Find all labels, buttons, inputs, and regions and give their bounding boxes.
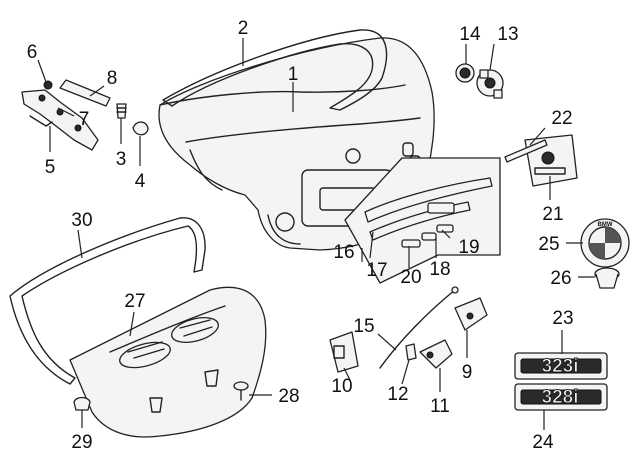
emblem-text: BMW <box>598 222 613 228</box>
buffer-spring <box>116 103 127 119</box>
badge-328i: 328i <box>542 387 579 408</box>
callout-4: 4 <box>135 171 146 192</box>
callout-9: 9 <box>462 362 473 383</box>
callout-24: 24 <box>532 432 554 453</box>
callout-15: 15 <box>353 316 374 337</box>
callout-10: 10 <box>331 376 352 397</box>
callout-22: 22 <box>551 108 572 129</box>
callout-26: 26 <box>550 268 571 289</box>
callout-6: 6 <box>27 42 38 63</box>
badge-323i: 323i <box>542 356 579 377</box>
callout-5: 5 <box>45 157 56 178</box>
model-badge-328i-group: 328i <box>514 383 608 411</box>
actuator-screw <box>405 343 417 361</box>
latch-actuator <box>454 297 488 331</box>
lock-cylinder <box>476 69 504 99</box>
callout-30: 30 <box>71 210 92 231</box>
push-pin-clip <box>233 381 249 401</box>
release-switch <box>419 339 453 369</box>
bmw-emblem: BMW <box>580 218 630 268</box>
callout-13: 13 <box>497 24 518 45</box>
handle-trim-inset <box>344 157 501 284</box>
emblem-grommet <box>594 267 620 289</box>
callout-16: 16 <box>333 242 354 263</box>
callout-23: 23 <box>552 308 573 329</box>
callout-11: 11 <box>430 396 450 417</box>
trunk-trim-panel <box>69 286 267 438</box>
weatherstrip-seal <box>162 29 388 191</box>
lock-cap <box>455 63 475 83</box>
stop-bumper <box>132 121 149 136</box>
callout-12: 12 <box>387 384 408 405</box>
callout-18: 18 <box>429 259 450 280</box>
callout-21: 21 <box>542 204 563 225</box>
latch-pin <box>504 139 548 163</box>
callout-14: 14 <box>459 24 481 45</box>
leader-lines <box>37 38 595 430</box>
callout-2: 2 <box>238 18 249 39</box>
release-cable-rod <box>379 286 459 369</box>
callout-17: 17 <box>366 260 387 281</box>
trunk-latch <box>329 331 359 373</box>
trim-clip-nut <box>73 396 91 411</box>
callout-28: 28 <box>278 386 299 407</box>
callout-27: 27 <box>124 291 145 312</box>
callout-20: 20 <box>400 267 421 288</box>
callout-1: 1 <box>288 64 299 85</box>
model-badge-323i-group: 323i <box>514 352 608 380</box>
callout-7: 7 <box>79 109 90 130</box>
callout-labels: 1 2 3 4 5 6 7 8 9 10 11 12 13 14 15 16 1… <box>27 18 574 453</box>
trunk-seal <box>9 217 206 385</box>
callout-3: 3 <box>116 149 127 170</box>
callout-8: 8 <box>107 68 118 89</box>
callout-25: 25 <box>538 234 559 255</box>
callout-29: 29 <box>71 432 92 453</box>
callout-19: 19 <box>458 237 479 258</box>
